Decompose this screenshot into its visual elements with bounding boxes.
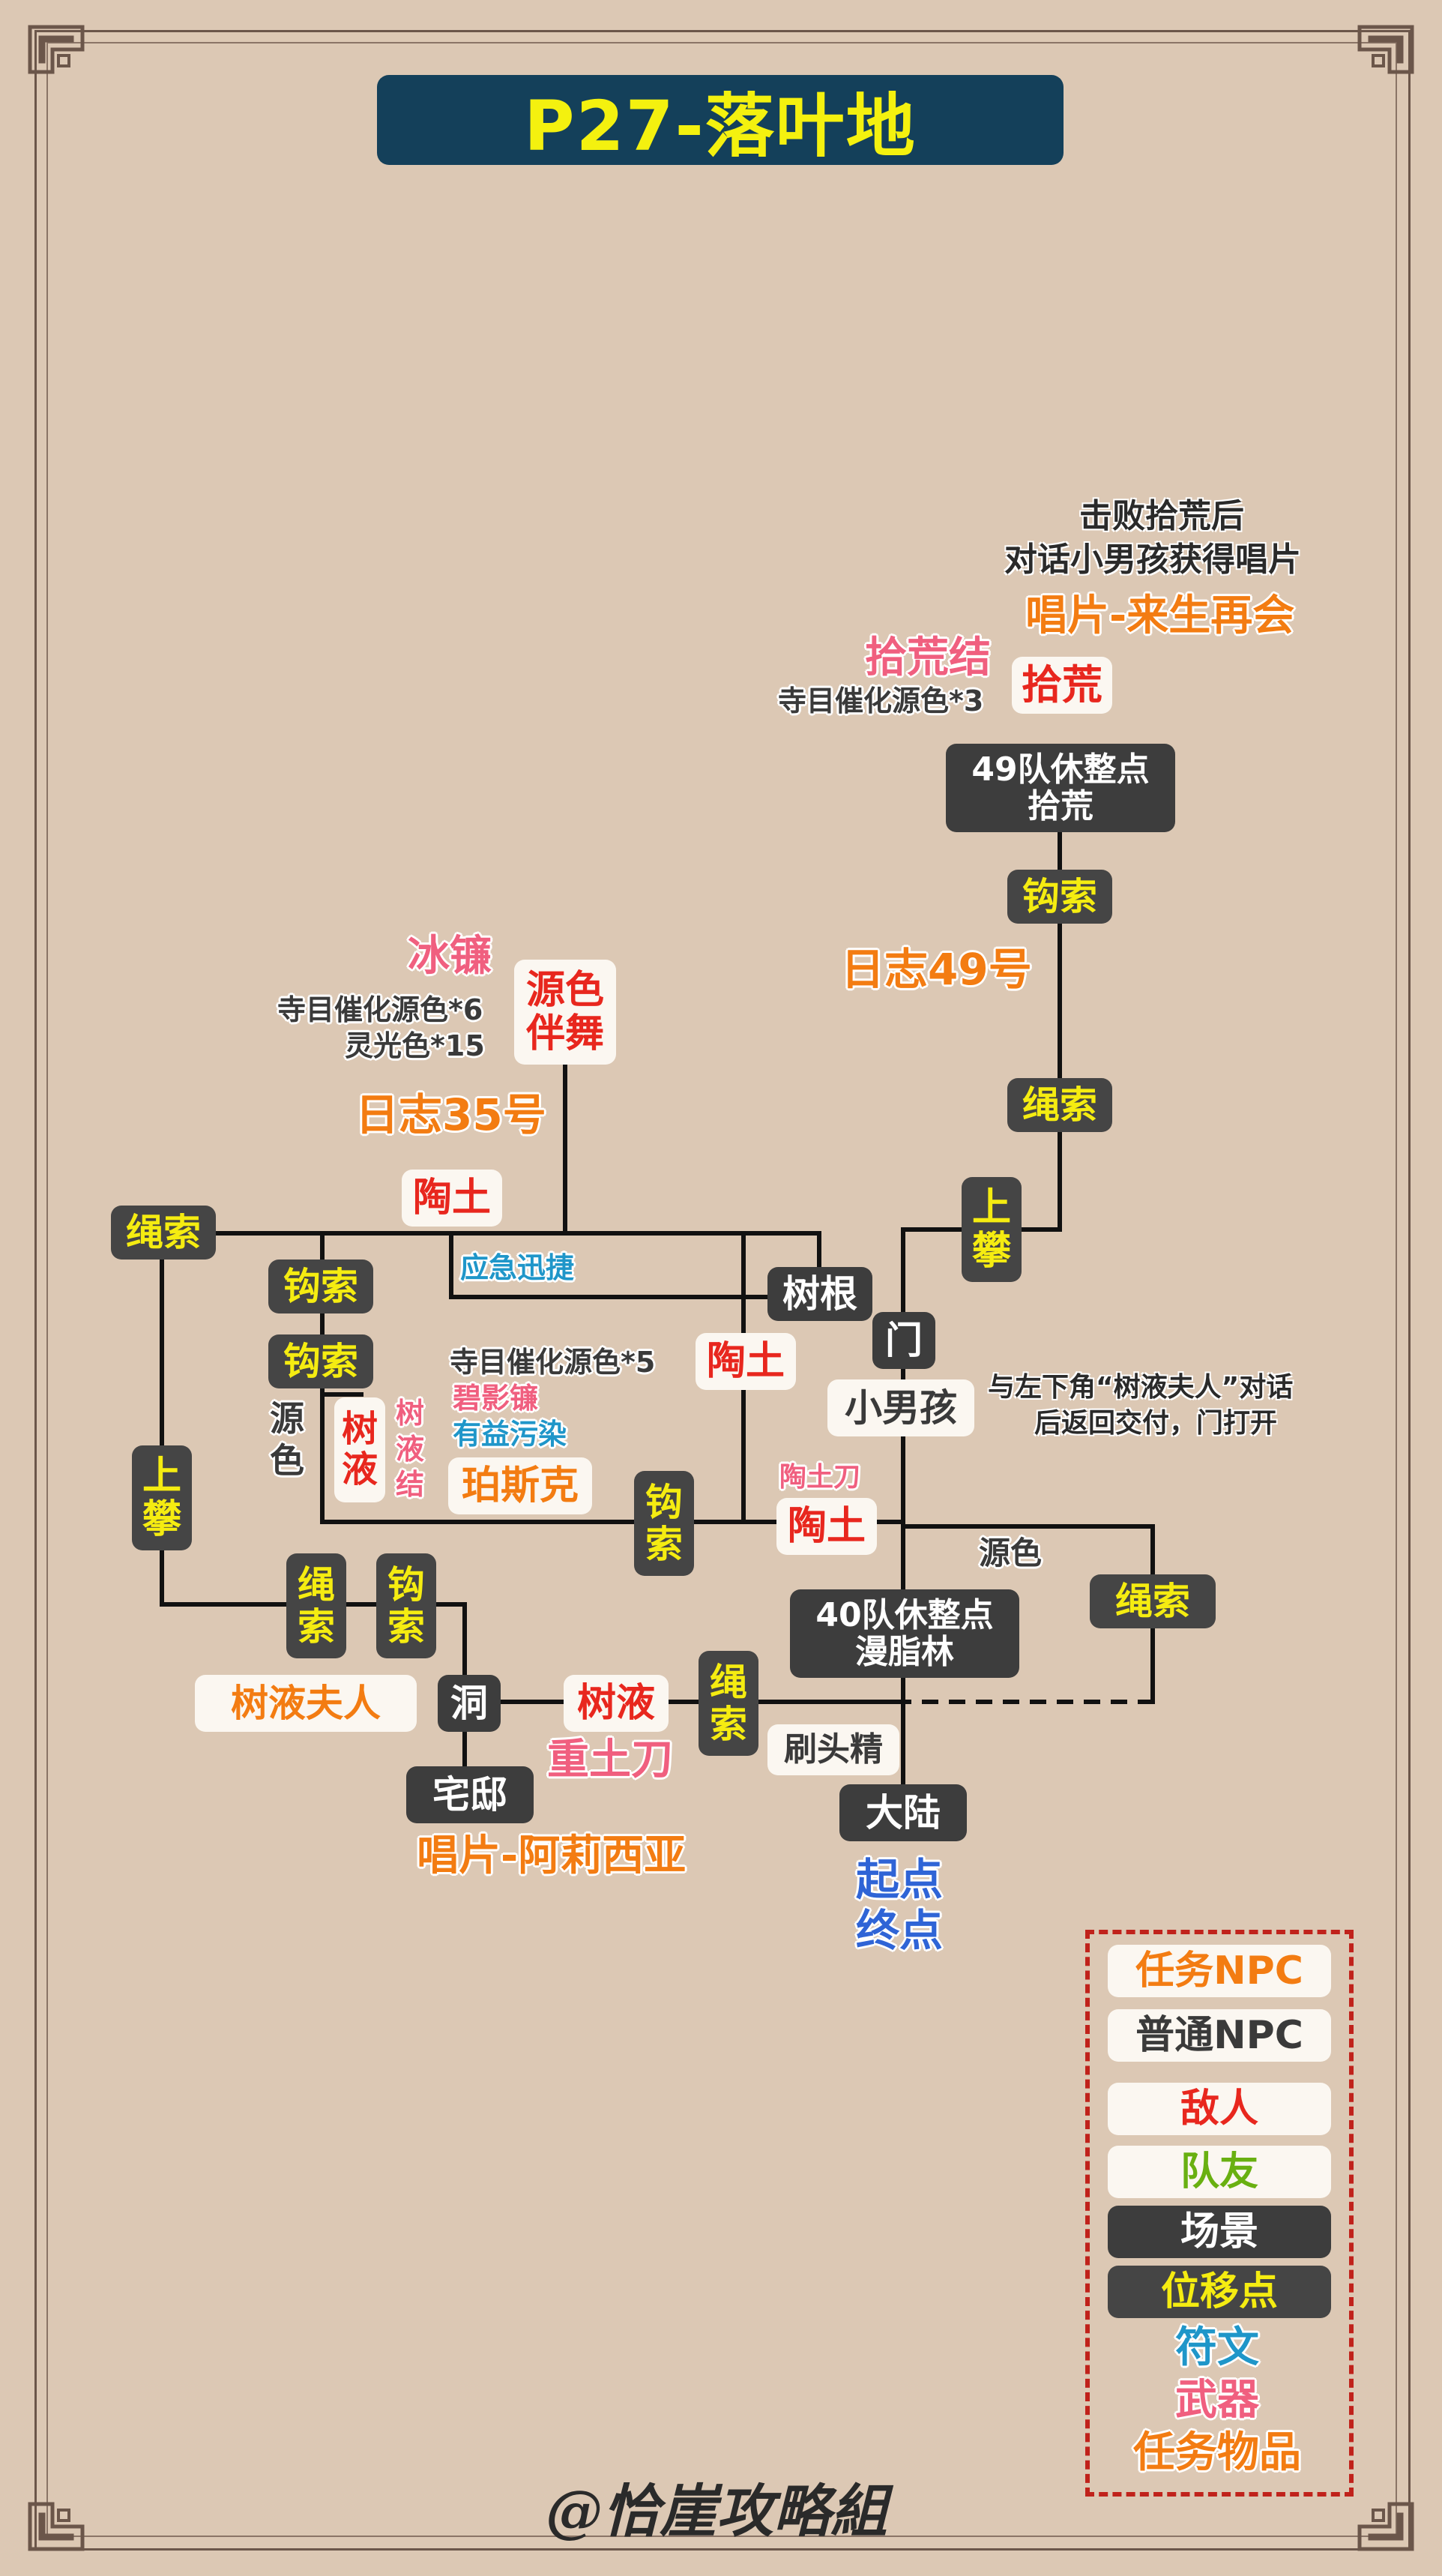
enemy-clay-top: 陶土: [402, 1170, 502, 1227]
sap-line-1: 树: [341, 1408, 378, 1451]
rope-low-2: 索: [710, 1703, 747, 1746]
weapon-scavenger-knot: 拾荒结: [865, 634, 991, 682]
teleport-hook-a: 钩索: [268, 1260, 373, 1313]
rope-bl-2: 索: [298, 1605, 335, 1649]
inner-frame: [46, 42, 1397, 2537]
dance-line-1: 源色: [526, 967, 605, 1013]
legend-weapon: 武器: [1175, 2376, 1259, 2425]
item-catalyst-5: 寺目催化源色*5: [450, 1346, 656, 1379]
teleport-hook-bl: 钩 索: [376, 1553, 436, 1658]
enemy-clay-low: 陶土: [776, 1498, 877, 1555]
rune-beneficial: 有益污染: [453, 1418, 567, 1451]
door-note-1: 与左下角“树液夫人”对话: [988, 1372, 1294, 1403]
scene-rest-40: 40队休整点 漫脂林: [790, 1589, 1019, 1678]
rope-low-1: 绳: [710, 1661, 747, 1704]
item-catalyst-6: 寺目催化源色*6: [277, 993, 483, 1026]
corner-ornament-top-right: [1333, 19, 1420, 106]
weapon-heavy-blade: 重土刀: [547, 1736, 673, 1784]
item-log-35: 日志35号: [355, 1089, 546, 1140]
legend-quest-npc: 任务NPC: [1108, 1945, 1331, 1997]
line-right-loop: [901, 1524, 1155, 1704]
npc-posike: 珀斯克: [448, 1457, 592, 1514]
enemy-source-dance: 源色 伴舞: [514, 960, 616, 1065]
teleport-hook-top: 钩索: [1007, 870, 1112, 924]
hook-mid-2: 索: [645, 1523, 683, 1566]
weapon-clay-knife: 陶土刀: [779, 1462, 861, 1493]
legend-enemy: 敌人: [1108, 2083, 1331, 2135]
rest49-line1: 49队休整点: [971, 750, 1150, 789]
item-log-49: 日志49号: [841, 944, 1032, 995]
corner-ornament-bottom-left: [22, 2470, 109, 2557]
weapon-bing-lian: 冰镰: [408, 932, 492, 981]
sapknot-line-3: 结: [396, 1468, 425, 1501]
rest49-line2: 拾荒: [1028, 787, 1093, 825]
teleport-hook-mid: 钩 索: [634, 1471, 694, 1576]
dance-line-2: 伴舞: [526, 1011, 605, 1056]
climb-left-1: 上: [142, 1453, 181, 1499]
legend-scene: 场景: [1108, 2206, 1331, 2258]
legend-teleport: 位移点: [1108, 2266, 1331, 2318]
rest40-line2: 漫脂林: [855, 1633, 954, 1671]
enemy-clay-mid: 陶土: [696, 1333, 796, 1390]
climb-right-2: 攀: [971, 1229, 1011, 1274]
corner-ornament-bottom-right: [1333, 2470, 1420, 2557]
item-yuan: 源: [270, 1398, 304, 1439]
enemy-sap: 树 液: [334, 1397, 385, 1502]
climb-left-2: 攀: [142, 1497, 181, 1542]
npc-brush-head: 刷头精: [767, 1724, 899, 1775]
rope-bl-1: 绳: [298, 1563, 335, 1607]
climb-right-1: 上: [971, 1185, 1011, 1230]
enemy-scavenger: 拾荒: [1012, 657, 1112, 714]
hook-bl-1: 钩: [387, 1563, 425, 1607]
legend-normal-npc: 普通NPC: [1108, 2009, 1331, 2062]
scene-mansion: 宅邸: [406, 1766, 534, 1823]
rest40-line1: 40队休整点: [815, 1595, 994, 1634]
scene-door: 门: [872, 1312, 935, 1369]
legend-rune: 符文: [1175, 2323, 1259, 2372]
watermark: @恰崖攻略組: [546, 2478, 887, 2545]
scene-root: 树根: [767, 1267, 872, 1321]
npc-boy: 小男孩: [827, 1379, 974, 1436]
defeat-note-2: 对话小男孩获得唱片: [1004, 541, 1301, 579]
hook-bl-2: 索: [387, 1605, 425, 1649]
legend-frame: [1085, 1930, 1354, 2497]
teleport-climb-left: 上 攀: [132, 1445, 192, 1550]
teleport-hook-b: 钩索: [268, 1334, 373, 1388]
rune-emergency: 应急迅捷: [460, 1251, 575, 1284]
record-item-2: 唱片-阿莉西亚: [417, 1832, 687, 1880]
door-note-2: 后返回交付，门打开: [1034, 1408, 1278, 1439]
item-catalyst-3: 寺目催化源色*3: [778, 684, 984, 717]
teleport-rope-right: 绳索: [1007, 1078, 1112, 1132]
teleport-rope-far-right: 绳索: [1090, 1574, 1216, 1628]
scene-mainland: 大陆: [839, 1784, 967, 1841]
teleport-rope-bl: 绳 索: [286, 1553, 346, 1658]
defeat-note-1: 击败拾荒后: [1079, 497, 1244, 535]
teleport-climb-right: 上 攀: [962, 1177, 1022, 1282]
line-emergency: [449, 1231, 774, 1299]
record-item-1: 唱片-来生再会: [1025, 592, 1295, 640]
legend-ally: 队友: [1108, 2146, 1331, 2198]
corner-ornament-top-left: [22, 19, 109, 106]
start-point: 起点: [856, 1854, 944, 1905]
sap-line-2: 液: [341, 1448, 378, 1490]
legend-quest-item: 任务物品: [1133, 2428, 1301, 2477]
hook-mid-1: 钩: [645, 1481, 683, 1524]
end-point: 终点: [856, 1905, 944, 1956]
outer-frame: [34, 30, 1411, 2551]
scene-cave: 洞: [438, 1675, 501, 1732]
item-se: 色: [270, 1440, 304, 1481]
weapon-sap-knot: 树 液 结: [396, 1396, 424, 1503]
sapknot-line-2: 液: [396, 1432, 425, 1466]
item-source-color: 源色: [979, 1535, 1043, 1571]
teleport-rope-low: 绳 索: [699, 1651, 758, 1756]
sapknot-line-1: 树: [396, 1397, 425, 1430]
weapon-bi-ying-lian: 碧影镰: [453, 1382, 539, 1415]
enemy-sap-lower: 树液: [564, 1675, 669, 1732]
npc-lady-sap: 树液夫人: [195, 1675, 417, 1732]
teleport-rope-left: 绳索: [111, 1206, 216, 1260]
item-spirit-15: 灵光色*15: [345, 1029, 485, 1062]
scene-rest-49: 49队休整点 拾荒: [946, 744, 1175, 832]
page-title: P27-落叶地: [377, 75, 1064, 166]
